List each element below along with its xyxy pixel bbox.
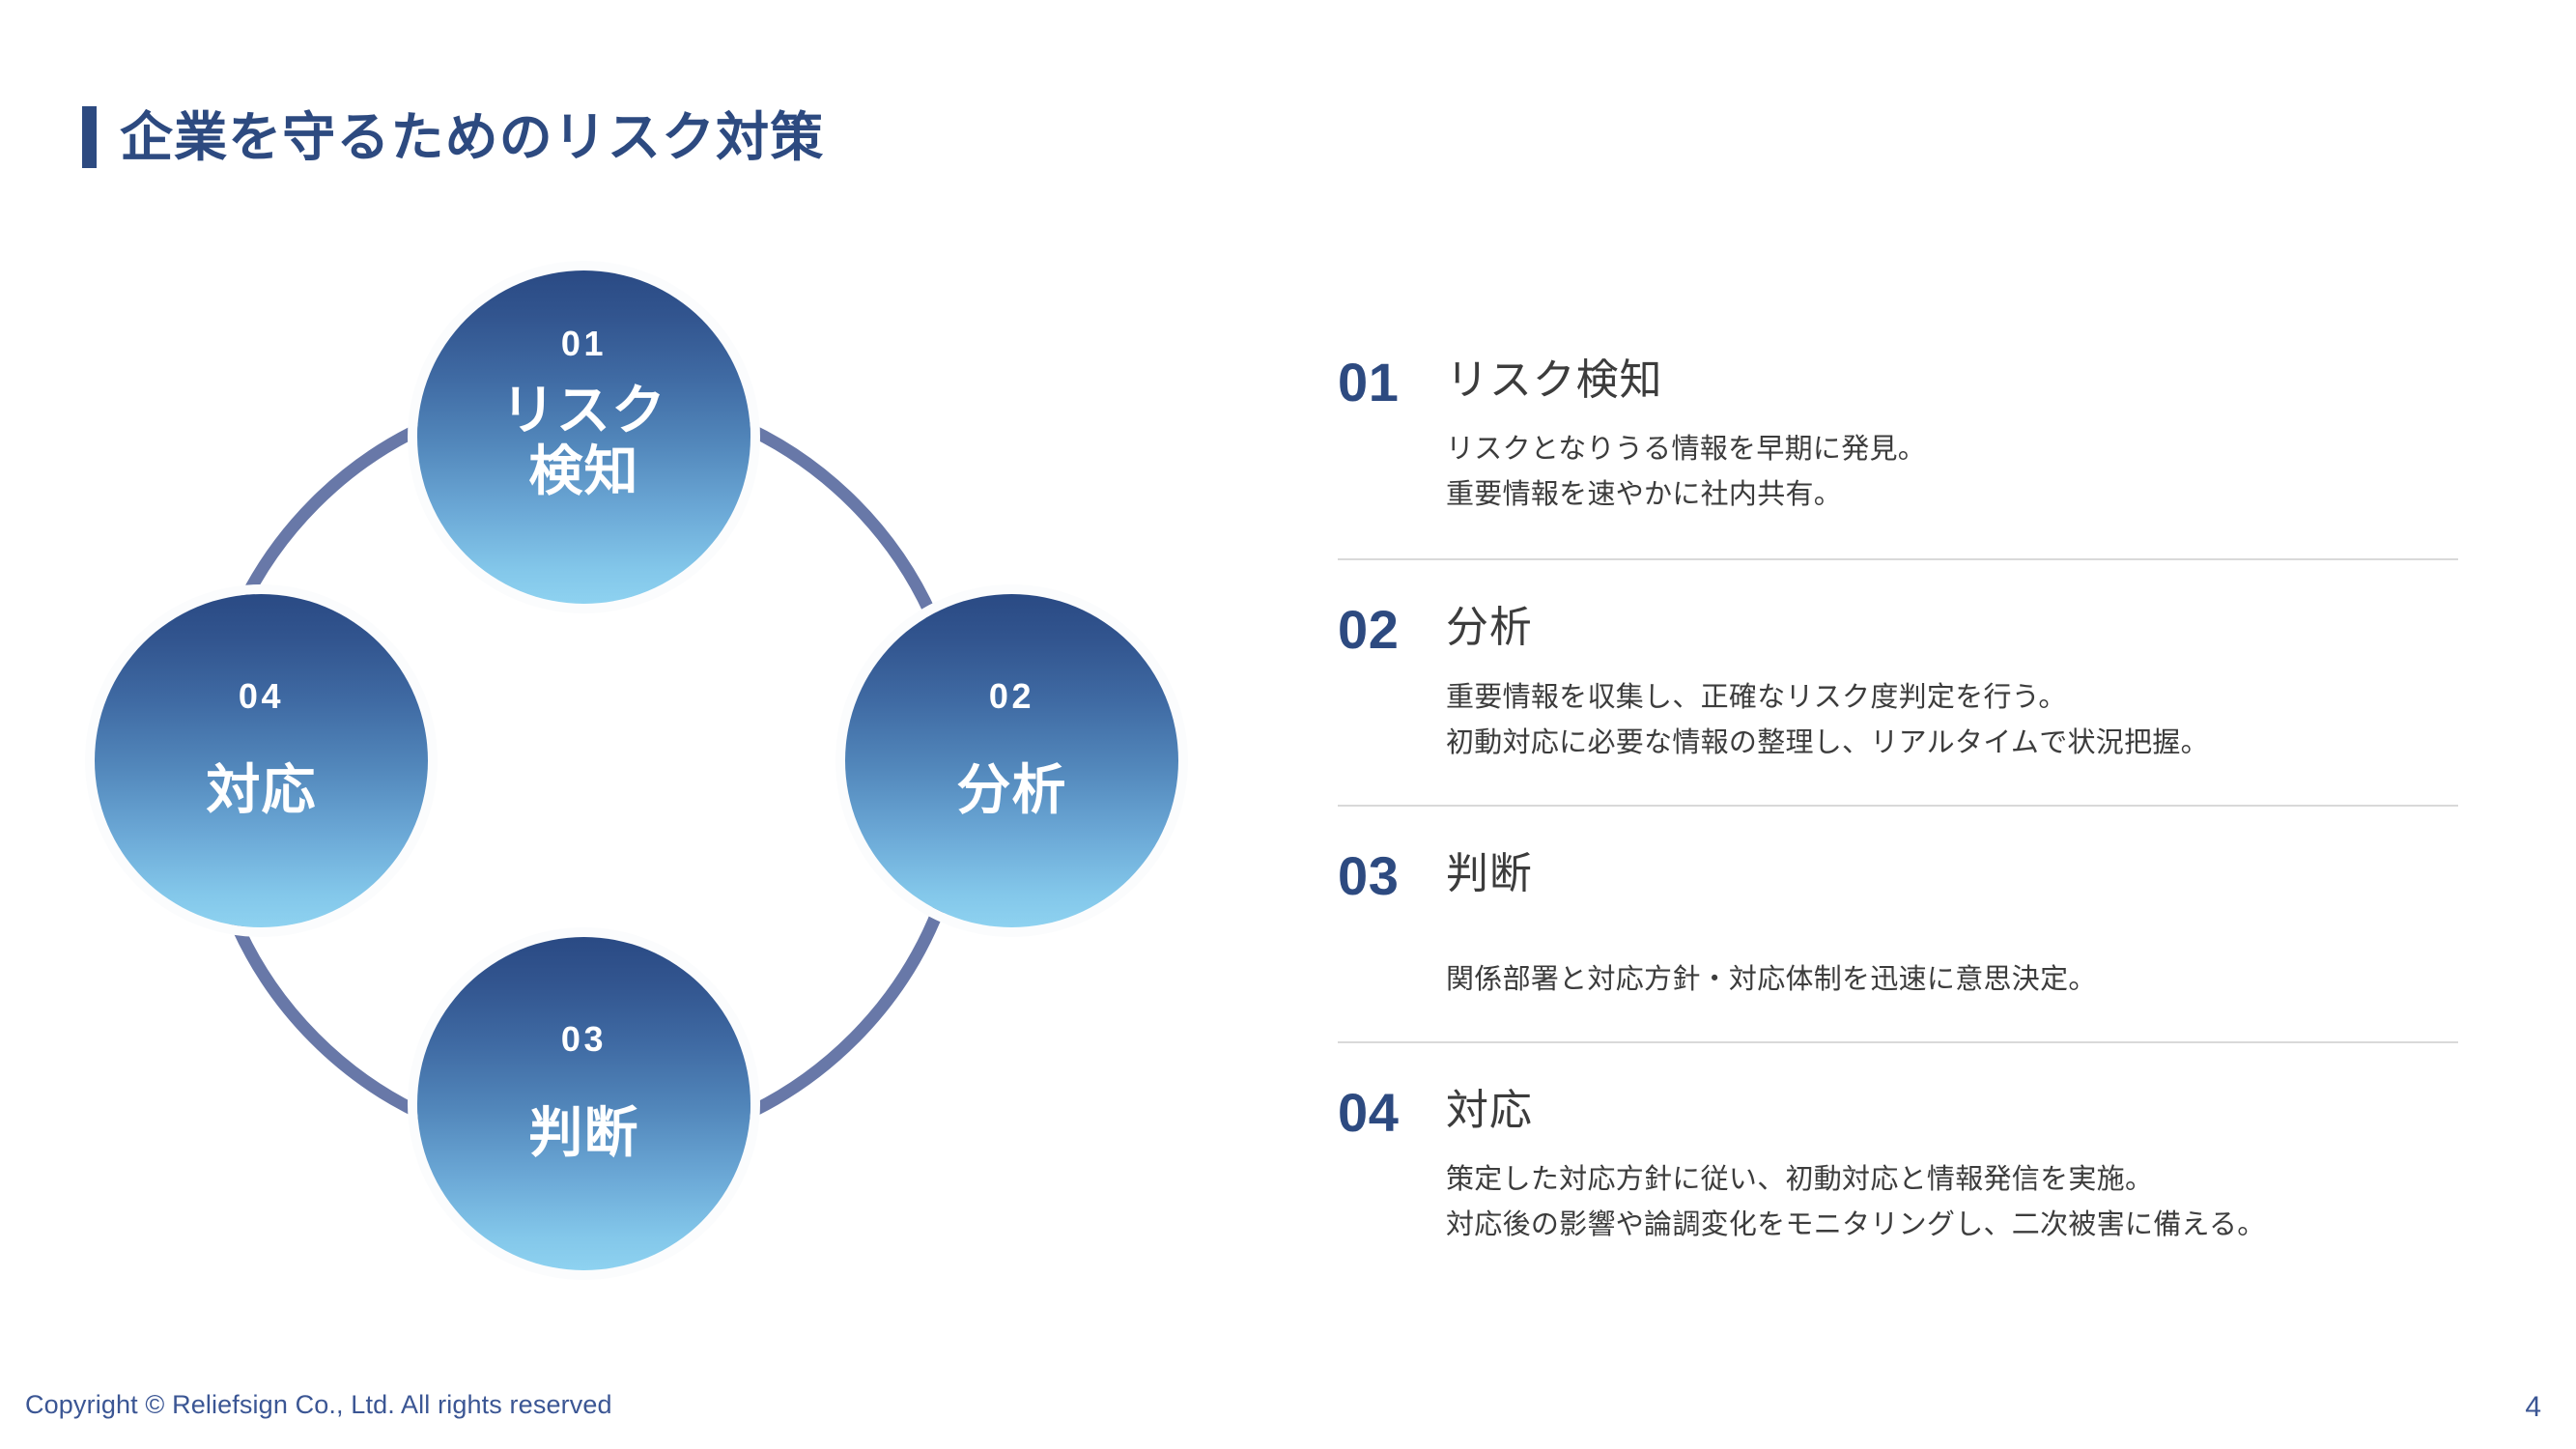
page-title-block: 企業を守るためのリスク対策 <box>82 102 824 172</box>
step-list: 01 リスク検知 リスクとなりうる情報を早期に発見。 重要情報を速やかに社内共有… <box>1338 355 2458 1248</box>
cycle-node-04-label: 対応 <box>206 759 317 820</box>
footer-copyright: Copyright © Reliefsign Co., Ltd. All rig… <box>25 1390 612 1419</box>
title-accent-bar <box>82 106 97 168</box>
step-description-01-line1: リスクとなりうる情報を早期に発見。 <box>1446 434 1927 466</box>
step-description-01-line2: 重要情報を速やかに社内共有。 <box>1446 479 1843 511</box>
cycle-node-04-number: 04 <box>238 676 285 716</box>
arc-03-to-04 <box>219 892 461 1134</box>
spacer <box>1338 1003 2458 1041</box>
step-description-04: 策定した対応方針に従い、初動対応と情報発信を実施。 対応後の影響や論調変化をモニ… <box>1446 1157 2458 1248</box>
cycle-node-03[interactable]: 03 判断 <box>417 937 750 1270</box>
footer-page-number: 4 <box>2525 1391 2541 1423</box>
cycle-node-02-number: 02 <box>988 676 1035 716</box>
spacer <box>1338 518 2458 558</box>
cycle-node-01-label-line2: 検知 <box>528 440 639 501</box>
step-description-01: リスクとなりうる情報を早期に発見。 重要情報を速やかに社内共有。 <box>1446 427 2458 518</box>
spacer <box>1338 766 2458 805</box>
step-number-02: 02 <box>1338 599 1400 661</box>
cycle-node-03-label: 判断 <box>528 1102 639 1163</box>
step-body-04: 対応 策定した対応方針に従い、初動対応と情報発信を実施。 対応後の影響や論調変化… <box>1446 1086 2458 1248</box>
step-body-02: 分析 重要情報を収集し、正確なリスク度判定を行う。 初動対応に必要な情報の整理し… <box>1446 603 2458 765</box>
arc-01-to-02 <box>708 408 949 650</box>
step-divider-1 <box>1338 558 2458 561</box>
step-item-02[interactable]: 02 分析 重要情報を収集し、正確なリスク度判定を行う。 初動対応に必要な情報の… <box>1338 603 2458 765</box>
risk-cycle-diagram: 01 リスク 検知 02 分析 03 判断 04 対応 <box>95 261 1236 1333</box>
step-number-01: 01 <box>1338 352 1400 412</box>
cycle-node-03-number: 03 <box>560 1019 608 1059</box>
step-item-03[interactable]: 03 判断 関係部署と対応方針・対応体制を迅速に意思決定。 <box>1338 844 2458 1003</box>
step-heading-04: 対応 <box>1446 1087 1533 1135</box>
step-divider-3 <box>1338 1041 2458 1044</box>
step-item-01[interactable]: 01 リスク検知 リスクとなりうる情報を早期に発見。 重要情報を速やかに社内共有… <box>1338 355 2458 518</box>
step-divider-2 <box>1338 804 2458 807</box>
cycle-node-01-label-line1: リスク <box>500 380 667 440</box>
cycle-node-02[interactable]: 02 分析 <box>845 594 1178 927</box>
cycle-node-01[interactable]: 01 リスク 検知 <box>417 270 750 604</box>
step-heading-03: 判断 <box>1446 849 1533 897</box>
arc-02-to-03 <box>708 892 949 1134</box>
step-description-03: 関係部署と対応方針・対応体制を迅速に意思決定。 <box>1446 957 2458 1003</box>
step-heading-01: リスク検知 <box>1446 356 1663 404</box>
step-heading-02: 分析 <box>1446 604 1533 652</box>
step-description-03-line1: 関係部署と対応方針・対応体制を迅速に意思決定。 <box>1446 964 2097 996</box>
cycle-node-01-label: リスク 検知 <box>500 380 667 501</box>
step-description-02-line1: 重要情報を収集し、正確なリスク度判定を行う。 <box>1446 681 2067 713</box>
step-body-03: 判断 関係部署と対応方針・対応体制を迅速に意思決定。 <box>1446 849 2458 1003</box>
step-number-03: 03 <box>1338 844 1400 906</box>
spacer <box>1338 560 2458 603</box>
step-item-04[interactable]: 04 対応 策定した対応方針に従い、初動対応と情報発信を実施。 対応後の影響や論… <box>1338 1086 2458 1248</box>
cycle-node-01-number: 01 <box>560 324 608 363</box>
cycle-node-02-label: 分析 <box>956 759 1067 820</box>
step-description-04-line2: 対応後の影響や論調変化をモニタリングし、二次被害に備える。 <box>1446 1209 2266 1241</box>
step-number-04: 04 <box>1338 1082 1400 1144</box>
page-title: 企業を守るためのリスク対策 <box>120 106 825 167</box>
step-description-02: 重要情報を収集し、正確なリスク度判定を行う。 初動対応に必要な情報の整理し、リア… <box>1446 675 2458 766</box>
spacer <box>1338 1043 2458 1086</box>
step-description-02-line2: 初動対応に必要な情報の整理し、リアルタイムで状況把握。 <box>1446 726 2209 758</box>
step-description-04-line1: 策定した対応方針に従い、初動対応と情報発信を実施。 <box>1446 1164 2154 1196</box>
step-body-01: リスク検知 リスクとなりうる情報を早期に発見。 重要情報を速やかに社内共有。 <box>1446 355 2458 518</box>
cycle-node-04[interactable]: 04 対応 <box>95 594 428 927</box>
spacer <box>1338 807 2458 849</box>
